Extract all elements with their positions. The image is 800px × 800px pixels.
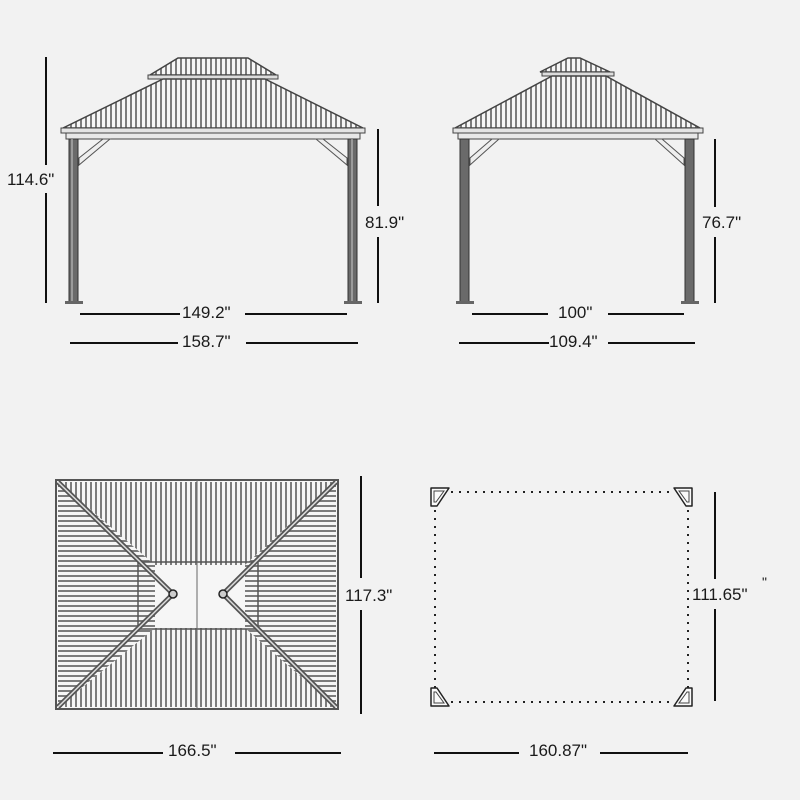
front-outer-width-line-left: [70, 342, 178, 344]
front-inner-width-line-left: [80, 313, 180, 315]
front-inner-width-line-right: [245, 313, 347, 315]
front-post-height-line-bottom: [377, 237, 379, 303]
front-overall-height-line-bottom: [45, 193, 47, 303]
front-overall-height-label: 114.6": [7, 170, 55, 189]
footprint-stray-quote-mark: ": [762, 574, 767, 590]
roof-plan-drawing: [55, 479, 339, 710]
front-outer-width-line-right: [246, 342, 358, 344]
roof-width-label: 166.5": [168, 741, 217, 760]
side-outer-width-label: 109.4": [549, 332, 598, 351]
post-base-plate-bottom-left: [430, 687, 450, 707]
roof-width-line-right: [235, 752, 341, 754]
side-inner-width-line-right: [608, 313, 684, 315]
front-post-height-label: 81.9": [365, 213, 405, 232]
side-post-height-label: 76.7": [702, 213, 742, 232]
side-elevation-drawing: [452, 57, 704, 304]
post-base-plate-top-left: [430, 487, 450, 507]
roof-depth-line-top: [360, 476, 362, 578]
footprint-depth-label: 111.65": [692, 585, 748, 604]
side-outer-width-line-left: [459, 342, 549, 344]
front-outer-width-label: 158.7": [182, 332, 231, 351]
footprint-width-label: 160.87": [529, 741, 588, 760]
footprint-width-line-left: [434, 752, 519, 754]
front-post-height-line-top: [377, 129, 379, 206]
post-base-plate-bottom-right: [673, 687, 693, 707]
post-base-plate-top-right: [673, 487, 693, 507]
footprint-depth-line-top: [714, 492, 716, 579]
front-elevation-drawing: [60, 57, 366, 304]
side-post-height-line-bottom: [714, 237, 716, 303]
side-post-height-line-top: [714, 139, 716, 207]
roof-depth-line-bottom: [360, 610, 362, 714]
footprint-width-line-right: [600, 752, 688, 754]
front-inner-width-label: 149.2": [182, 303, 231, 322]
roof-width-line-left: [53, 752, 163, 754]
side-inner-width-line-left: [472, 313, 548, 315]
roof-depth-label: 117.3": [345, 586, 393, 605]
front-overall-height-line-top: [45, 57, 47, 165]
footprint-plan-drawing: [430, 487, 693, 707]
footprint-depth-line-bottom: [714, 609, 716, 701]
side-outer-width-line-right: [608, 342, 695, 344]
side-inner-width-label: 100": [558, 303, 593, 322]
